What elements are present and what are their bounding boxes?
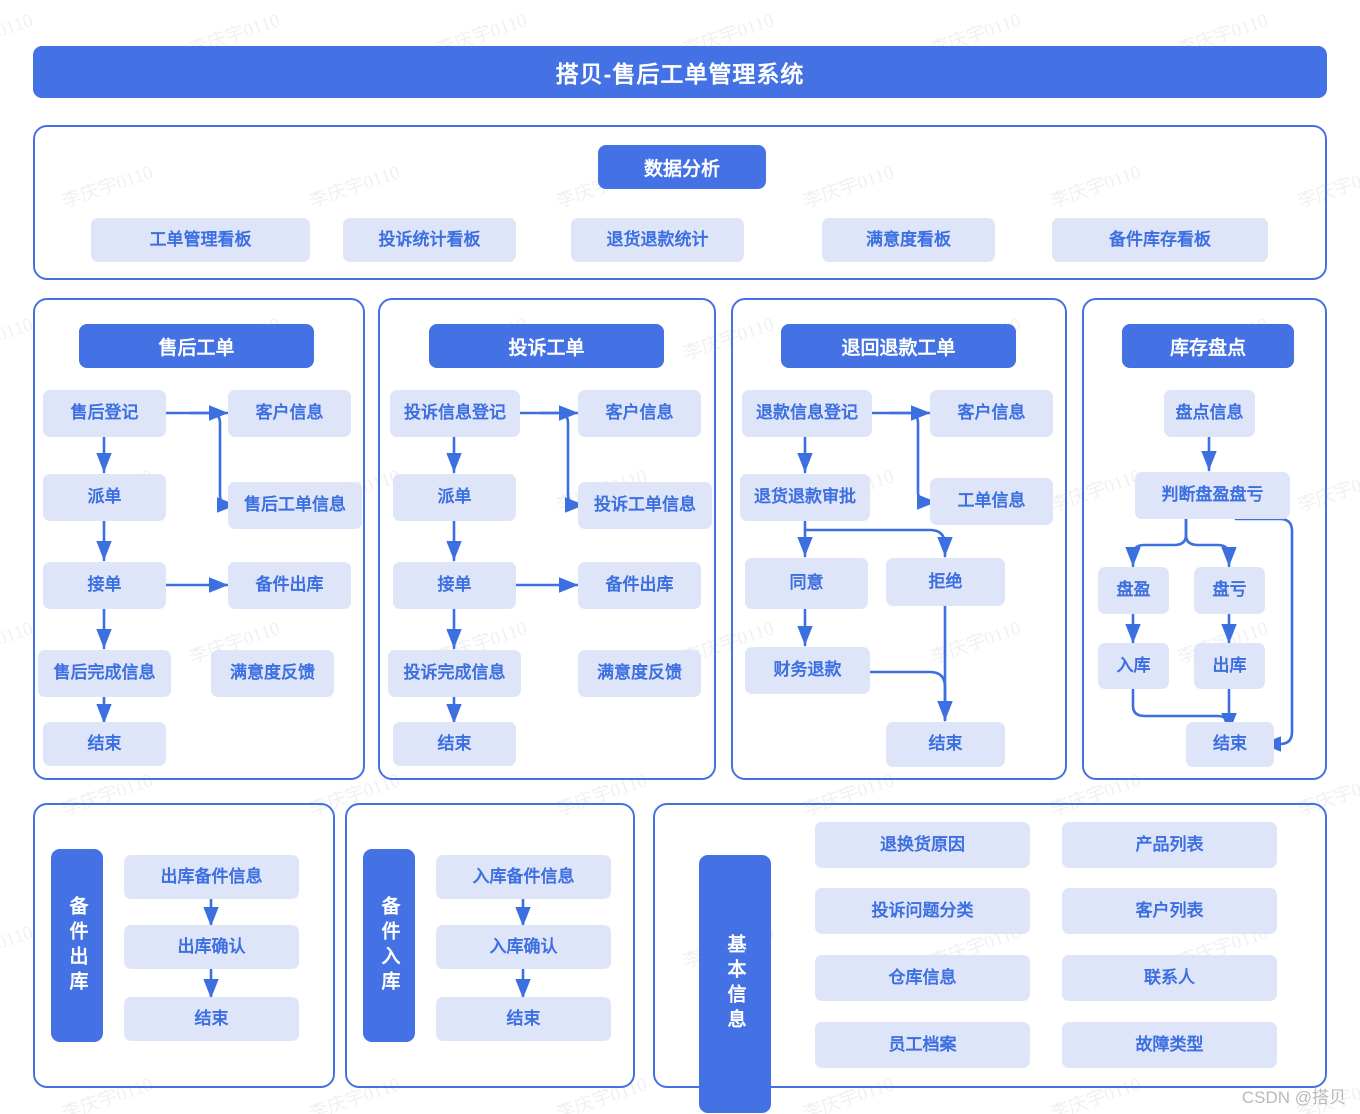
flow-panel-complaint	[378, 298, 716, 780]
node-dispatch-1[interactable]: 派单	[43, 474, 166, 521]
node-ticket-info-3[interactable]: 工单信息	[930, 478, 1053, 525]
node-approve[interactable]: 同意	[745, 558, 868, 609]
node-customer-info-3[interactable]: 客户信息	[930, 390, 1053, 437]
flow-panel-refund	[731, 298, 1067, 780]
node-after-sales-ticket-info[interactable]: 售后工单信息	[228, 482, 362, 529]
node-accept-1[interactable]: 接单	[43, 562, 166, 609]
analytics-panel	[33, 125, 1327, 280]
analytics-item-1[interactable]: 投诉统计看板	[343, 218, 516, 262]
flow-title-after-sales: 售后工单	[79, 324, 314, 368]
basic-info-item-customer-list[interactable]: 客户列表	[1062, 888, 1277, 934]
node-outbound-confirm[interactable]: 出库确认	[124, 925, 299, 969]
node-customer-info-2[interactable]: 客户信息	[578, 390, 701, 437]
node-stock-gain[interactable]: 盘盈	[1098, 567, 1169, 614]
node-outbound[interactable]: 出库	[1194, 643, 1265, 689]
credit-watermark: CSDN @搭贝	[1241, 1088, 1346, 1107]
parts-outbound-panel	[33, 803, 335, 1088]
node-end-1[interactable]: 结束	[43, 722, 166, 766]
parts-outbound-tab: 备件出库	[51, 849, 103, 1042]
node-refund-register[interactable]: 退款信息登记	[742, 390, 872, 437]
basic-info-item-return-reason[interactable]: 退换货原因	[815, 822, 1030, 868]
parts-inbound-tab: 备件入库	[363, 849, 415, 1042]
node-end-4[interactable]: 结束	[1186, 722, 1274, 767]
analytics-title: 数据分析	[598, 145, 766, 189]
node-inbound-confirm[interactable]: 入库确认	[436, 925, 611, 969]
basic-info-item-contact[interactable]: 联系人	[1062, 955, 1277, 1001]
node-inbound-end[interactable]: 结束	[436, 997, 611, 1041]
node-parts-outbound-1[interactable]: 备件出库	[228, 562, 351, 609]
basic-info-tab: 基本信息	[699, 855, 771, 1113]
node-satisfaction-feedback-2[interactable]: 满意度反馈	[578, 650, 701, 697]
node-after-sales-register[interactable]: 售后登记	[43, 390, 166, 437]
flow-panel-stocktake	[1082, 298, 1327, 780]
flow-title-refund: 退回退款工单	[781, 324, 1016, 368]
node-parts-outbound-2[interactable]: 备件出库	[578, 562, 701, 609]
node-stocktake-info[interactable]: 盘点信息	[1164, 390, 1255, 437]
node-complaint-complete[interactable]: 投诉完成信息	[388, 650, 521, 697]
node-complaint-ticket-info[interactable]: 投诉工单信息	[578, 482, 712, 529]
flow-panel-after-sales	[33, 298, 365, 780]
flow-title-stocktake: 库存盘点	[1122, 324, 1294, 368]
node-after-sales-complete[interactable]: 售后完成信息	[38, 650, 171, 697]
node-satisfaction-feedback-1[interactable]: 满意度反馈	[211, 650, 334, 697]
parts-inbound-panel	[345, 803, 635, 1088]
node-dispatch-2[interactable]: 派单	[393, 474, 516, 521]
node-end-2[interactable]: 结束	[393, 722, 516, 766]
node-judge-gain-loss[interactable]: 判断盘盈盘亏	[1135, 472, 1290, 519]
analytics-item-4[interactable]: 备件库存看板	[1052, 218, 1268, 262]
page-title: 搭贝-售后工单管理系统	[33, 46, 1327, 98]
node-stock-loss[interactable]: 盘亏	[1194, 567, 1265, 614]
node-inbound[interactable]: 入库	[1098, 643, 1169, 689]
basic-info-item-employee[interactable]: 员工档案	[815, 1022, 1030, 1068]
basic-info-item-complaint-category[interactable]: 投诉问题分类	[815, 888, 1030, 934]
node-finance-refund[interactable]: 财务退款	[745, 647, 870, 694]
basic-info-item-product-list[interactable]: 产品列表	[1062, 822, 1277, 868]
node-outbound-parts-info[interactable]: 出库备件信息	[124, 855, 299, 899]
analytics-item-3[interactable]: 满意度看板	[822, 218, 995, 262]
node-accept-2[interactable]: 接单	[393, 562, 516, 609]
basic-info-item-fault-type[interactable]: 故障类型	[1062, 1022, 1277, 1068]
flow-title-complaint: 投诉工单	[429, 324, 664, 368]
node-customer-info-1[interactable]: 客户信息	[228, 390, 351, 437]
basic-info-panel	[653, 803, 1327, 1088]
node-complaint-register[interactable]: 投诉信息登记	[390, 390, 520, 437]
node-refund-approval[interactable]: 退货退款审批	[740, 474, 870, 521]
node-reject[interactable]: 拒绝	[886, 558, 1005, 606]
node-inbound-parts-info[interactable]: 入库备件信息	[436, 855, 611, 899]
node-end-3[interactable]: 结束	[886, 722, 1005, 767]
basic-info-item-warehouse[interactable]: 仓库信息	[815, 955, 1030, 1001]
analytics-item-0[interactable]: 工单管理看板	[91, 218, 310, 262]
analytics-item-2[interactable]: 退货退款统计	[571, 218, 744, 262]
node-outbound-end[interactable]: 结束	[124, 997, 299, 1041]
